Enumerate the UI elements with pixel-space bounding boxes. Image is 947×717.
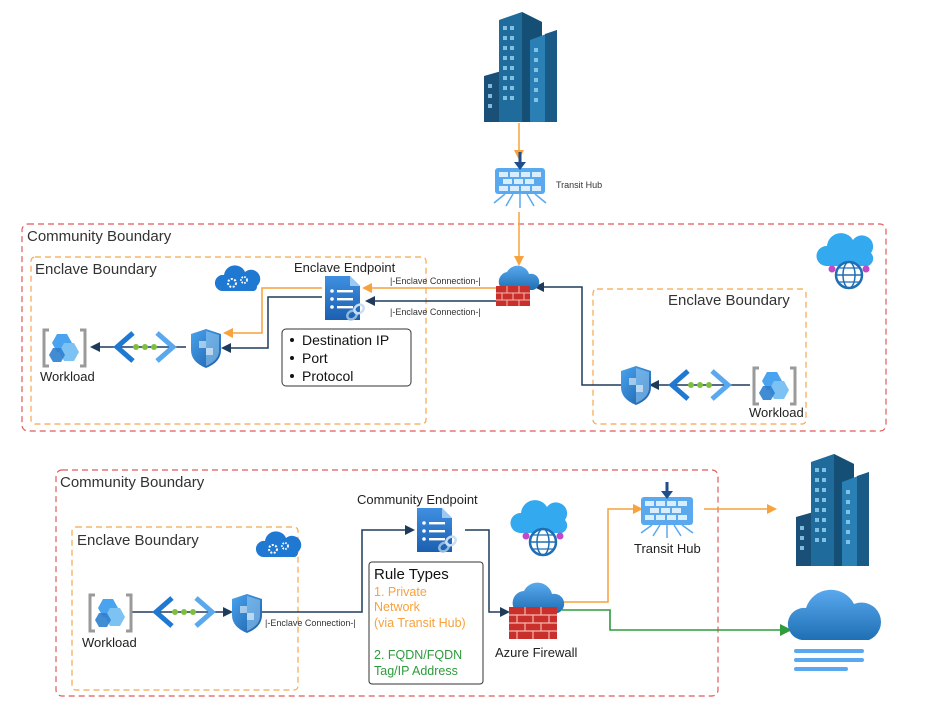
top-community-boundary bbox=[21, 223, 887, 432]
community-endpoint-label: Community Endpoint bbox=[357, 492, 478, 507]
building-icon bbox=[484, 12, 557, 122]
bottom-conn-label: |-Enclave Connection-| bbox=[265, 618, 356, 628]
shield-icon bbox=[191, 329, 221, 368]
connector-endpoint-to-firewall bbox=[465, 529, 510, 617]
connector-endpoint-to-shield-orange bbox=[223, 287, 322, 338]
firewall-icon bbox=[496, 265, 540, 306]
top-community-boundary-title: Community Boundary bbox=[27, 228, 172, 245]
workload-icon bbox=[42, 328, 87, 368]
top-enclave-right-title: Enclave Boundary bbox=[668, 292, 790, 309]
connector-dots-icon bbox=[152, 596, 216, 628]
bottom-workload-label: Workload bbox=[82, 635, 137, 650]
workload-icon bbox=[752, 366, 797, 406]
cloud-globe-icon bbox=[816, 233, 874, 290]
top-workload-left-label: Workload bbox=[40, 369, 95, 384]
bottom-transit-hub-label: Transit Hub bbox=[634, 541, 701, 556]
rule-types-item1-line1: 1. Private bbox=[374, 585, 427, 599]
top-workload-right-label: Workload bbox=[749, 405, 804, 420]
top-enclave-right-boundary bbox=[592, 288, 807, 425]
rule-protocol: Protocol bbox=[302, 368, 353, 384]
bottom-community-boundary bbox=[55, 469, 719, 697]
top-transit-hub-label: Transit Hub bbox=[556, 180, 602, 190]
rule-types-item1-line2: Network bbox=[374, 600, 421, 614]
bottom-community-boundary-title: Community Boundary bbox=[60, 474, 205, 491]
connector-firewall-to-internet bbox=[562, 609, 792, 636]
connector-bottom-shield-to-endpoint bbox=[262, 525, 415, 613]
shield-icon bbox=[621, 366, 651, 405]
rule-destination-ip: Destination IP bbox=[302, 332, 389, 348]
connector-right-shield-to-firewall bbox=[534, 282, 621, 386]
connector-dots-icon bbox=[668, 369, 732, 401]
endpoint-document-icon bbox=[325, 276, 365, 321]
bottom-enclave-boundary bbox=[71, 526, 299, 691]
internet-cloud-icon bbox=[787, 589, 882, 671]
rule-types-item2-line1: 2. FQDN/FQDN bbox=[374, 648, 462, 662]
rule-types-item2-line2: Tag/IP Address bbox=[374, 664, 458, 678]
rule-types-item1-line3: (via Transit Hub) bbox=[374, 616, 466, 630]
transit-hub-icon bbox=[493, 152, 547, 208]
connector-dots-icon bbox=[113, 331, 177, 363]
connector-firewall-to-hub bbox=[562, 504, 643, 603]
top-conn-label-lower: |-Enclave Connection-| bbox=[390, 307, 481, 317]
endpoint-document-icon bbox=[417, 508, 457, 553]
top-conn-label-upper: |-Enclave Connection-| bbox=[390, 276, 481, 286]
cloud-globe-icon bbox=[510, 500, 568, 557]
connector-endpoint-to-shield-navy bbox=[221, 296, 322, 353]
cloud-gear-icon bbox=[255, 531, 302, 557]
top-enclave-left-boundary bbox=[30, 256, 427, 425]
top-rules-box bbox=[281, 328, 412, 387]
enclave-endpoint-label: Enclave Endpoint bbox=[294, 260, 396, 275]
workload-icon bbox=[88, 593, 133, 633]
top-rules-list: Destination IP Port Protocol bbox=[290, 332, 389, 384]
bottom-enclave-title: Enclave Boundary bbox=[77, 532, 199, 549]
rule-types-title: Rule Types bbox=[374, 566, 449, 583]
shield-icon bbox=[232, 594, 262, 633]
rule-port: Port bbox=[302, 350, 328, 366]
azure-firewall-label: Azure Firewall bbox=[495, 645, 577, 660]
rule-types-box bbox=[368, 561, 484, 685]
transit-hub-icon bbox=[640, 482, 694, 538]
top-enclave-left-title: Enclave Boundary bbox=[35, 261, 157, 278]
cloud-gear-icon bbox=[214, 265, 261, 291]
firewall-icon bbox=[509, 582, 565, 639]
building-icon bbox=[796, 454, 869, 566]
